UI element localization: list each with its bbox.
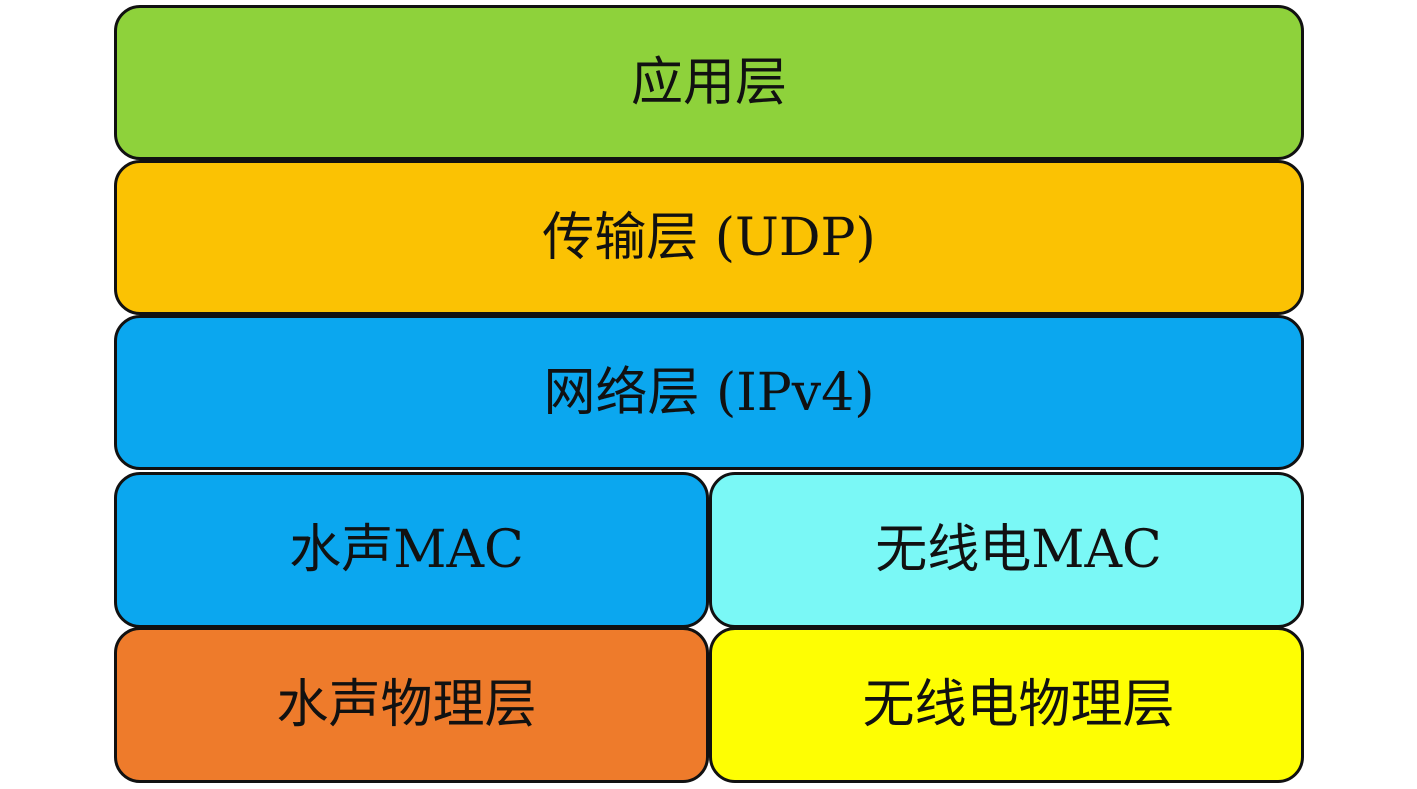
radio-physical-layer-box: 无线电物理层 [709, 627, 1304, 783]
transport-layer-label: 传输层 (UDP) [542, 207, 876, 268]
network-layer-label: 网络层 (IPv4) [543, 362, 875, 423]
acoustic-mac-layer-box: 水声MAC [114, 472, 709, 628]
application-layer-label: 应用层 [630, 52, 787, 113]
radio-mac-layer-label: 无线电MAC [875, 520, 1162, 580]
radio-mac-layer-box: 无线电MAC [709, 472, 1304, 628]
radio-physical-layer-label: 无线电物理层 [862, 675, 1175, 735]
application-layer-box: 应用层 [114, 5, 1304, 160]
acoustic-mac-layer-label: 水声MAC [289, 520, 524, 580]
acoustic-physical-layer-box: 水声物理层 [114, 627, 709, 783]
acoustic-physical-layer-label: 水声物理层 [276, 675, 537, 735]
network-layer-box: 网络层 (IPv4) [114, 315, 1304, 470]
transport-layer-box: 传输层 (UDP) [114, 160, 1304, 315]
